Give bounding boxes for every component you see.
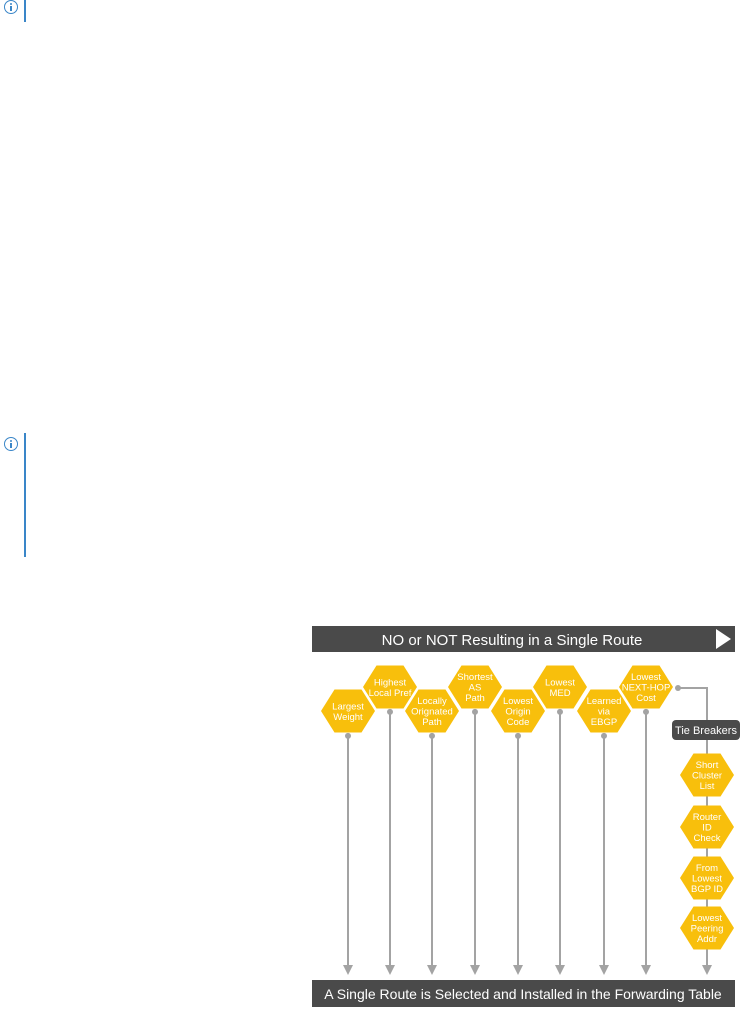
hexagon-label: MED	[549, 688, 570, 699]
hexagon-label: Short	[696, 760, 719, 771]
tie-breakers-box	[672, 720, 740, 740]
hexagon-label: EBGP	[591, 717, 617, 728]
hexagon-shape	[533, 665, 587, 709]
hexagon-label: ID	[702, 823, 712, 834]
hexagon-label: Lowest	[631, 672, 661, 683]
hexagon-shape	[491, 689, 545, 733]
hexagon-label: Router	[693, 812, 722, 823]
arrow-start-dot	[515, 732, 521, 739]
hexagon-label: From	[696, 863, 718, 874]
hexagon-label: Lowest	[692, 913, 722, 924]
hexagon-shape	[363, 665, 417, 709]
hexagon-label: Locally	[417, 696, 447, 707]
tie-breaker-connector	[678, 687, 708, 720]
bottom-banner-text: A Single Route is Selected and Installed…	[324, 986, 722, 1002]
hexagon-label: Code	[507, 717, 530, 728]
hexagon-label: Lowest	[503, 696, 533, 707]
tie-breakers-text: Tie Breakers	[675, 725, 737, 737]
hexagon-label: Addr	[697, 934, 717, 945]
hexagon-shape	[321, 689, 375, 733]
hexagon-shape	[680, 753, 734, 797]
top-banner-text: NO or NOT Resulting in a Single Route	[382, 632, 643, 649]
arrow-start-dot	[387, 708, 393, 715]
play-icon	[716, 629, 731, 649]
arrow-start-dot	[557, 708, 563, 715]
hexagon-shape	[577, 689, 631, 733]
arrow-start-dot	[429, 732, 435, 739]
hexagon-label: Peering	[691, 924, 724, 935]
top-banner-bar	[312, 626, 735, 652]
info-icon	[4, 437, 18, 451]
hexagon-label: Orignated	[411, 707, 453, 718]
hexagon-label: NEXT-HOP	[622, 683, 671, 694]
arrow-start-dot	[472, 708, 478, 715]
hexagon-label: via	[598, 707, 611, 718]
hexagon-shape	[680, 906, 734, 950]
hexagon-label: Path	[422, 717, 442, 728]
bottom-banner-bar	[312, 980, 735, 1007]
tie-breakers-label: Tie Breakers	[672, 720, 740, 740]
hexagon-label: List	[700, 781, 715, 792]
hexagon-label: Check	[694, 833, 721, 844]
hexagon-label: Local Pref	[369, 688, 412, 699]
arrow-start-dot	[601, 732, 607, 739]
hexagon-shape	[680, 856, 734, 900]
hexagon-label: Shortest	[457, 672, 493, 683]
connector-dot	[675, 685, 681, 691]
arrow-start-dot	[643, 708, 649, 715]
hexagon-label: AS	[469, 683, 482, 694]
arrow-start-dot	[345, 732, 351, 739]
hexagon-label: Cluster	[692, 771, 722, 782]
note-bar	[24, 0, 26, 22]
note-bar	[24, 433, 26, 557]
hexagon-label: Cost	[636, 693, 656, 704]
hexagon-label: Highest	[374, 677, 407, 688]
hexagon-label: Lowest	[692, 874, 722, 885]
bottom-banner: A Single Route is Selected and Installed…	[312, 980, 735, 1007]
info-icon	[4, 0, 18, 14]
hexagon-label: Origin	[505, 707, 530, 718]
hexagon-label: Weight	[333, 712, 363, 723]
top-banner: NO or NOT Resulting in a Single Route	[312, 626, 735, 652]
hexagon-shape	[448, 665, 502, 709]
hexagon-label: Path	[465, 693, 485, 704]
hexagon-label: Lowest	[545, 677, 575, 688]
hexagon-shape	[619, 665, 673, 709]
hexagon-shape	[405, 689, 459, 733]
hexagon-label: BGP ID	[691, 884, 723, 895]
hexagon-label: Learned	[587, 696, 622, 707]
hexagon-label: Largest	[332, 701, 364, 712]
hexagon-shape	[680, 805, 734, 849]
